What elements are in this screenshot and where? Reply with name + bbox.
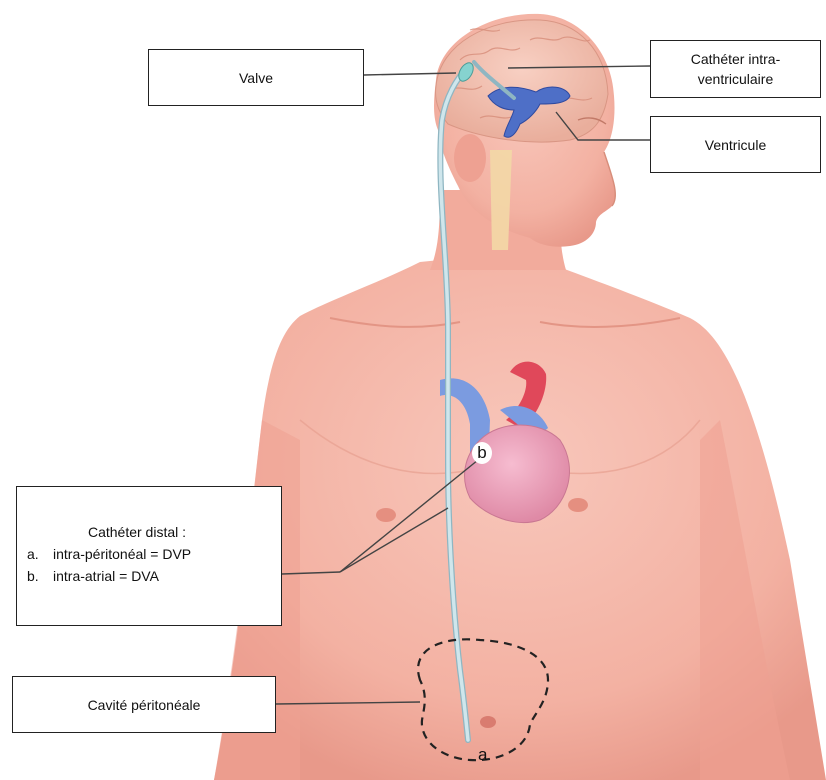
distal-item-a-letter: a.	[27, 543, 53, 565]
peritoneal-cavity-label: Cavité péritonéale	[88, 695, 201, 715]
distal-catheter-label-box: Cathéter distal : a. intra-péritonéal = …	[16, 486, 282, 626]
left-nipple	[376, 508, 396, 522]
distal-item-b-letter: b.	[27, 565, 53, 587]
distal-item-b: b. intra-atrial = DVA	[17, 565, 281, 587]
ear	[454, 134, 486, 182]
distal-item-a-text: intra-péritonéal = DVP	[53, 543, 191, 565]
peritoneal-cavity-label-box: Cavité péritonéale	[12, 676, 276, 733]
valve-label-box: Valve	[148, 49, 364, 106]
catheter-intra-label-line1: Cathéter intra-	[691, 49, 780, 69]
catheter-intra-label-line2: ventriculaire	[698, 69, 773, 89]
catheter-intra-label-box: Cathéter intra- ventriculaire	[650, 40, 821, 98]
right-nipple	[568, 498, 588, 512]
valve-label: Valve	[239, 68, 273, 88]
navel	[480, 716, 496, 728]
distal-item-b-text: intra-atrial = DVA	[53, 565, 159, 587]
distal-catheter-title: Cathéter distal :	[0, 521, 281, 543]
marker-a: a	[478, 745, 487, 765]
distal-item-a: a. intra-péritonéal = DVP	[17, 543, 281, 565]
marker-b: b	[472, 442, 492, 464]
heart	[465, 425, 570, 523]
ventricle-label: Ventricule	[705, 135, 766, 155]
ventricle-label-box: Ventricule	[650, 116, 821, 173]
